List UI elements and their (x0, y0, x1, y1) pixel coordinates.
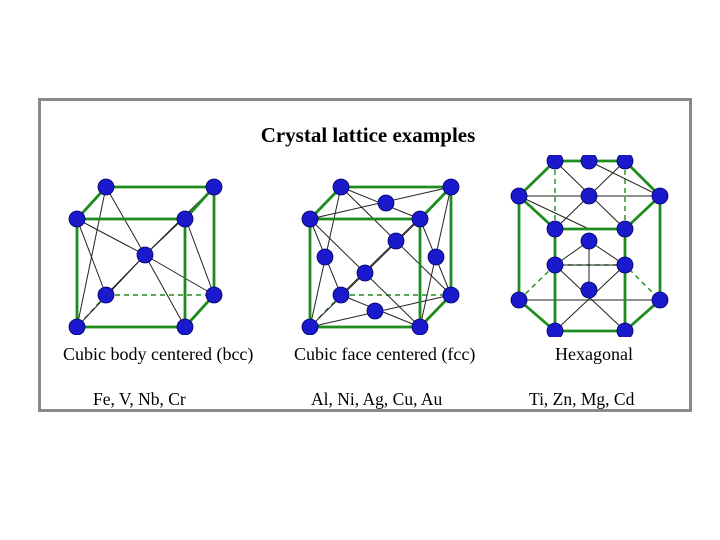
bcc-atoms (68, 178, 223, 335)
diagram-panel: Crystal lattice examples (38, 98, 692, 412)
bcc-label: Cubic body centered (bcc) (63, 344, 254, 364)
hexagonal-label: Hexagonal (555, 344, 633, 364)
diagram-title: Crystal lattice examples (260, 123, 476, 147)
bcc-examples: Fe, V, Nb, Cr (93, 389, 186, 409)
fcc-lattice-diagram (301, 178, 460, 335)
hexagonal-atoms (510, 155, 669, 337)
fcc-atoms (301, 178, 460, 335)
hexagonal-lattice-diagram (510, 155, 669, 337)
hexagonal-examples: Ti, Zn, Mg, Cd (529, 389, 635, 409)
bcc-lattice-diagram (68, 178, 223, 335)
fcc-examples: Al, Ni, Ag, Cu, Au (311, 389, 443, 409)
fcc-label: Cubic face centered (fcc) (294, 344, 476, 364)
